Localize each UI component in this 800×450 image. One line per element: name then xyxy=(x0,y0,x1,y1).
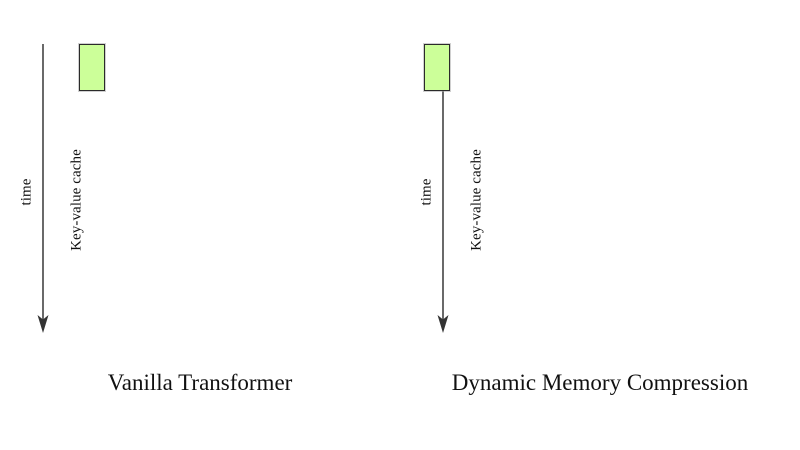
key-value-cache-label-left: Key-value cache xyxy=(68,149,85,251)
time-axis-label-right: time xyxy=(418,178,435,206)
cache-block-left-1 xyxy=(79,44,105,91)
panel-caption-vanilla-transformer: Vanilla Transformer xyxy=(107,370,293,395)
time-axis-arrow-left xyxy=(37,44,49,333)
cache-block-right-1 xyxy=(424,44,450,91)
time-axis-label-left: time xyxy=(18,178,35,206)
panel-dynamic-memory-compression: time Key-value cache Dynamic Memory Comp… xyxy=(400,0,800,450)
panel-caption-dynamic-memory-compression: Dynamic Memory Compression xyxy=(451,370,749,395)
key-value-cache-label-right: Key-value cache xyxy=(468,149,485,251)
panel-vanilla-transformer: time Key-value cache Vanilla Transformer xyxy=(18,44,293,395)
